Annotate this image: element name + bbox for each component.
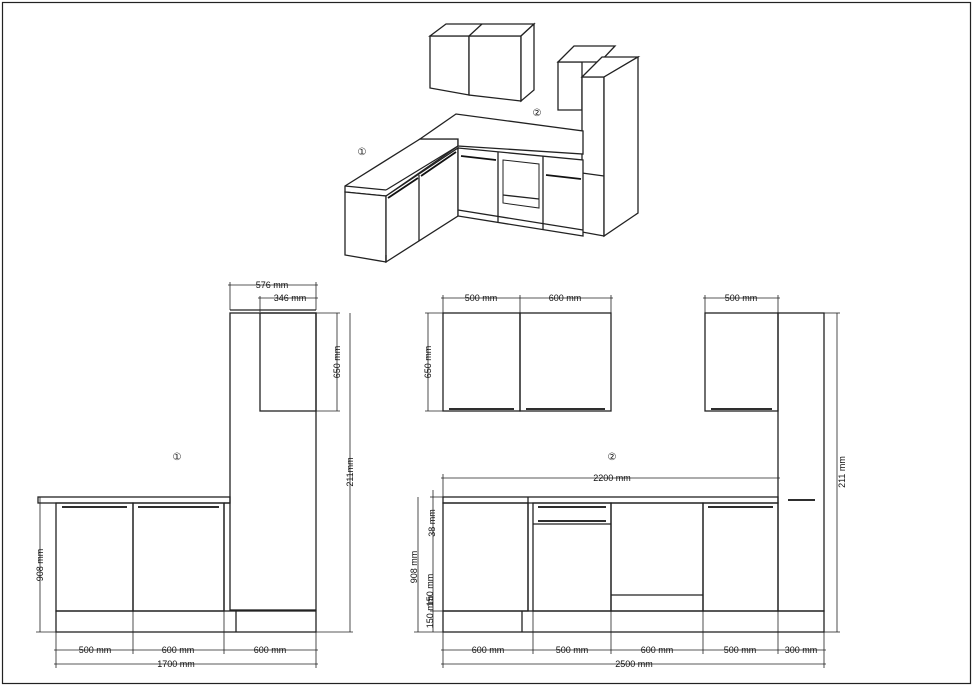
marker-2: ② [608, 452, 617, 463]
iso-marker-2: ② [533, 108, 542, 119]
elevation-2: 500 mm 600 mm 500 mm 650 mm 38 mm 908 mm… [409, 293, 847, 669]
wall-cabinet-2c [704, 312, 779, 412]
dims-2-worktop [441, 474, 780, 497]
dim-2-600: 600 mm [549, 293, 582, 303]
iso-wall-cabinets [428, 22, 536, 103]
dims-1-top [228, 282, 318, 312]
dim-2-38: 38 mm [427, 509, 437, 537]
dim-2-150: 150 mm [425, 574, 435, 607]
dim-2-211: 211 mm [837, 456, 847, 488]
dims-2-right [824, 312, 840, 633]
dim-2-500b: 500 mm [725, 293, 758, 303]
dim-2-650: 650 mm [423, 346, 433, 379]
dims-2-top [441, 295, 780, 313]
dim-500: 500 mm [79, 645, 112, 655]
marker-1: ① [173, 452, 182, 463]
iso-tall-unit [556, 45, 641, 238]
base-unit-1b [132, 502, 225, 612]
iso-base-cabinets [344, 146, 584, 264]
wall-cabinet-2b [519, 312, 612, 412]
dim-576: 576 mm [256, 280, 289, 290]
dim-2-b600b: 600 mm [641, 645, 674, 655]
dim-600a: 600 mm [162, 645, 195, 655]
tall-unit-2 [777, 312, 825, 612]
dim-2-500a: 500 mm [465, 293, 498, 303]
base-unit-2b [532, 502, 612, 612]
dims-2-left [414, 312, 443, 633]
dim-2-2500: 2500 mm [615, 659, 653, 669]
dims-1-bottom [54, 611, 318, 668]
dim-211: 211mm [345, 457, 355, 486]
iso-marker-1: ① [358, 147, 367, 158]
dims-1-right [316, 312, 353, 633]
worktop-2 [442, 496, 779, 504]
dim-2-2200: 2200 mm [593, 473, 631, 483]
plinth-2 [442, 610, 825, 633]
dim-908: 908 mm [35, 549, 45, 582]
dim-2-150b: 150 mm [425, 596, 435, 629]
tall-unit-wall-box [259, 312, 317, 412]
tall-unit-1 [229, 312, 317, 611]
dim-2-b300: 300 mm [785, 645, 818, 655]
dim-650: 650 mm [332, 346, 342, 379]
dim-2-908: 908 mm [409, 551, 419, 584]
dim-1700: 1700 mm [157, 659, 195, 669]
elevation-1: 576 mm 346 mm 650 mm 211mm 908 mm 500 mm [35, 280, 355, 669]
base-unit-2c [702, 502, 779, 612]
wall-cabinet-2a [442, 312, 521, 412]
dims-1-left [36, 497, 56, 633]
plinth-1 [55, 610, 317, 633]
dims-2-bottom [441, 611, 826, 668]
base-unit-2a [442, 502, 529, 612]
dim-2-b500b: 500 mm [724, 645, 757, 655]
dim-600b: 600 mm [254, 645, 287, 655]
dim-2-b500a: 500 mm [556, 645, 589, 655]
isometric-view: ① ② [344, 22, 641, 264]
dim-346: 346 mm [274, 293, 307, 303]
base-unit-1a [55, 502, 134, 612]
worktop-1 [37, 496, 231, 504]
dim-2-b600a: 600 mm [472, 645, 505, 655]
